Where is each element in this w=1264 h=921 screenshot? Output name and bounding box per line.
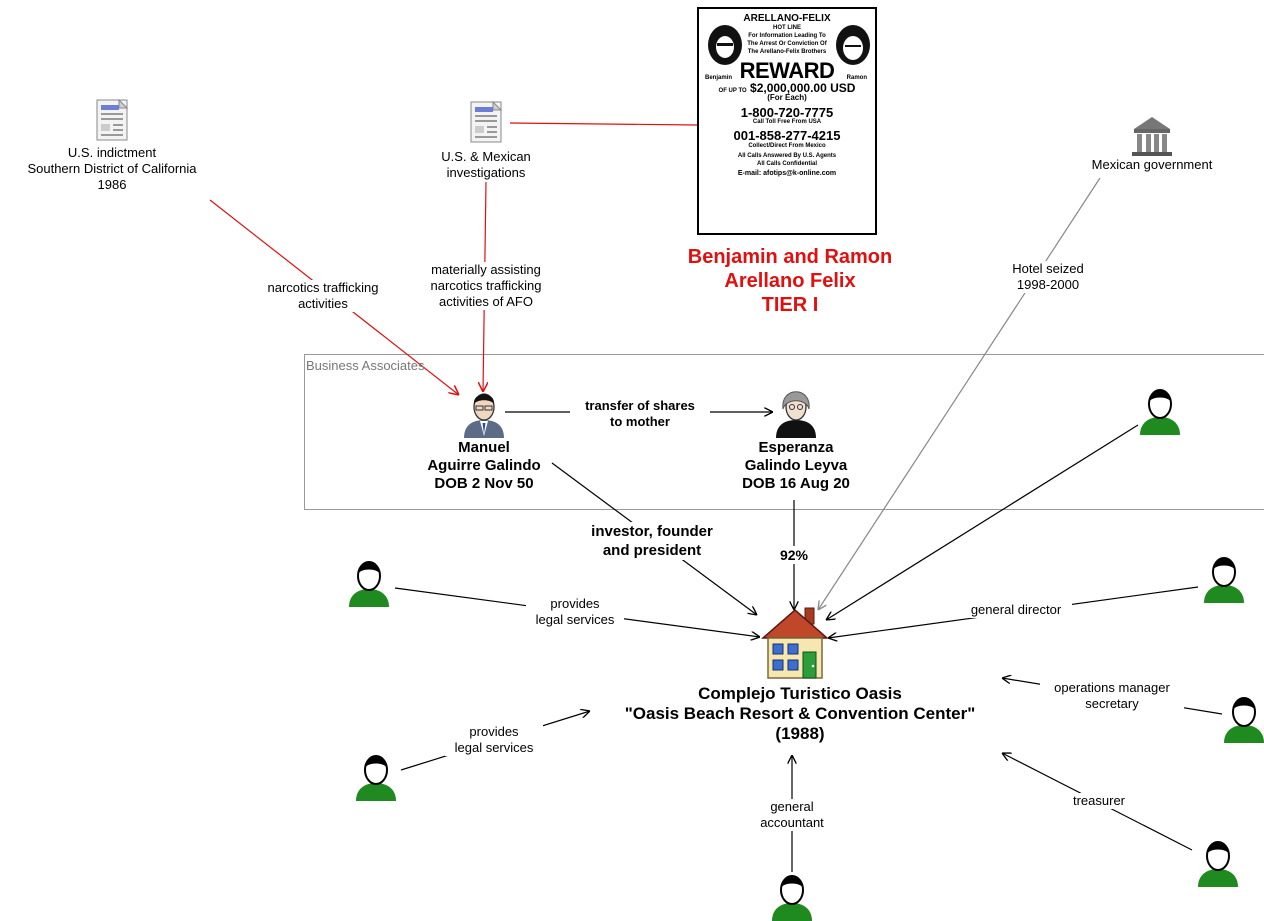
benjamin-photo-icon [708,25,742,65]
group-box [304,354,1264,510]
poster-amount-prefix: OF UP TO [718,87,747,94]
poster-right-name: Ramon [846,75,867,81]
edge-poster-investigations [509,122,698,126]
esperanza-avatar-icon [776,391,816,438]
manuel-avatar-icon [464,393,504,438]
poster-confidential: All Calls Confidential [756,160,817,167]
group-title: Business Associates [306,358,425,373]
mexican-government-label: Mexican government [1091,157,1213,172]
resort-label: Complejo Turistico Oasis "Oasis Beach Re… [624,684,976,743]
poster-title: ARELLANO-FELIX [743,13,831,24]
poster-phone-1-note: Call Toll Free From USA [752,119,822,126]
edge-label-ops: operations manager secretary [1040,680,1184,712]
poster-phone-2-note: Collect/Direct From Mexico [748,143,826,150]
edge-government-resort [818,177,1101,610]
person-ops-manager-icon [1223,697,1264,744]
resort-house-icon [761,607,829,679]
poster-info-2: The Arrest Or Conviction Of [747,41,827,48]
poster-agents: All Calls Answered By U.S. Agents [737,152,837,159]
manuel-label: Manuel Aguirre Galindo DOB 2 Nov 50 [427,439,541,492]
edge-label-legal-2: provides legal services [445,724,543,756]
edge-label-accountant: general accountant [748,799,836,831]
poster-phone-1: 1-800-720-7775 [740,104,834,120]
person-accountant-icon [771,875,813,921]
ramon-photo-icon [836,25,870,65]
person-top-right-icon [1139,389,1181,436]
edge-topright-resort [826,424,1139,620]
person-treasurer-icon [1197,841,1239,888]
investigations-document-icon [470,101,502,143]
indictment-label: U.S. indictment Southern District of Cal… [27,145,197,192]
edge-label-transfer: transfer of shares to mother [570,398,710,430]
person-lawyer-1-icon [348,561,390,608]
poster-amount: $2,000,000.00 USD [750,80,856,95]
investigations-label: U.S. & Mexican investigations [441,149,531,180]
esperanza-label: Esperanza Galindo Leyva DOB 16 Aug 20 [742,439,850,492]
poster-phone-2: 001-858-277-4215 [733,127,841,143]
poster-info-3: The Arellano-Felix Brothers [747,49,827,56]
poster-hotline: HOT LINE [773,24,801,31]
poster-reward: REWARD [739,57,835,83]
edge-label-investor: investor, founder and president [571,522,733,560]
government-building-icon [1132,117,1172,156]
poster-left-name: Benjamin [705,75,733,81]
edge-label-legal-1: provides legal services [526,596,624,628]
edge-label-treasurer: treasurer [1060,793,1138,809]
edge-label-general-director: general director [960,602,1072,618]
poster-email: E-mail: afotips@k-online.com [737,170,837,178]
edge-label-hotel-seized: Hotel seized 1998-2000 [996,261,1100,293]
edge-label-92-percent: 92% [774,546,814,564]
poster-info-1: For Information Leading To [748,32,826,39]
wanted-poster: ARELLANO-FELIX HOT LINE For Information … [697,7,877,235]
person-general-director-icon [1203,557,1245,604]
edge-label-assisting: materially assisting narcotics trafficki… [413,262,559,310]
person-lawyer-2-icon [355,755,397,802]
edge-label-narcotics: narcotics trafficking activities [248,280,398,312]
poster-for-each: (For Each) [767,93,807,103]
arellano-label: Benjamin and Ramon Arellano Felix TIER I [687,246,893,316]
indictment-document-icon [96,99,128,141]
